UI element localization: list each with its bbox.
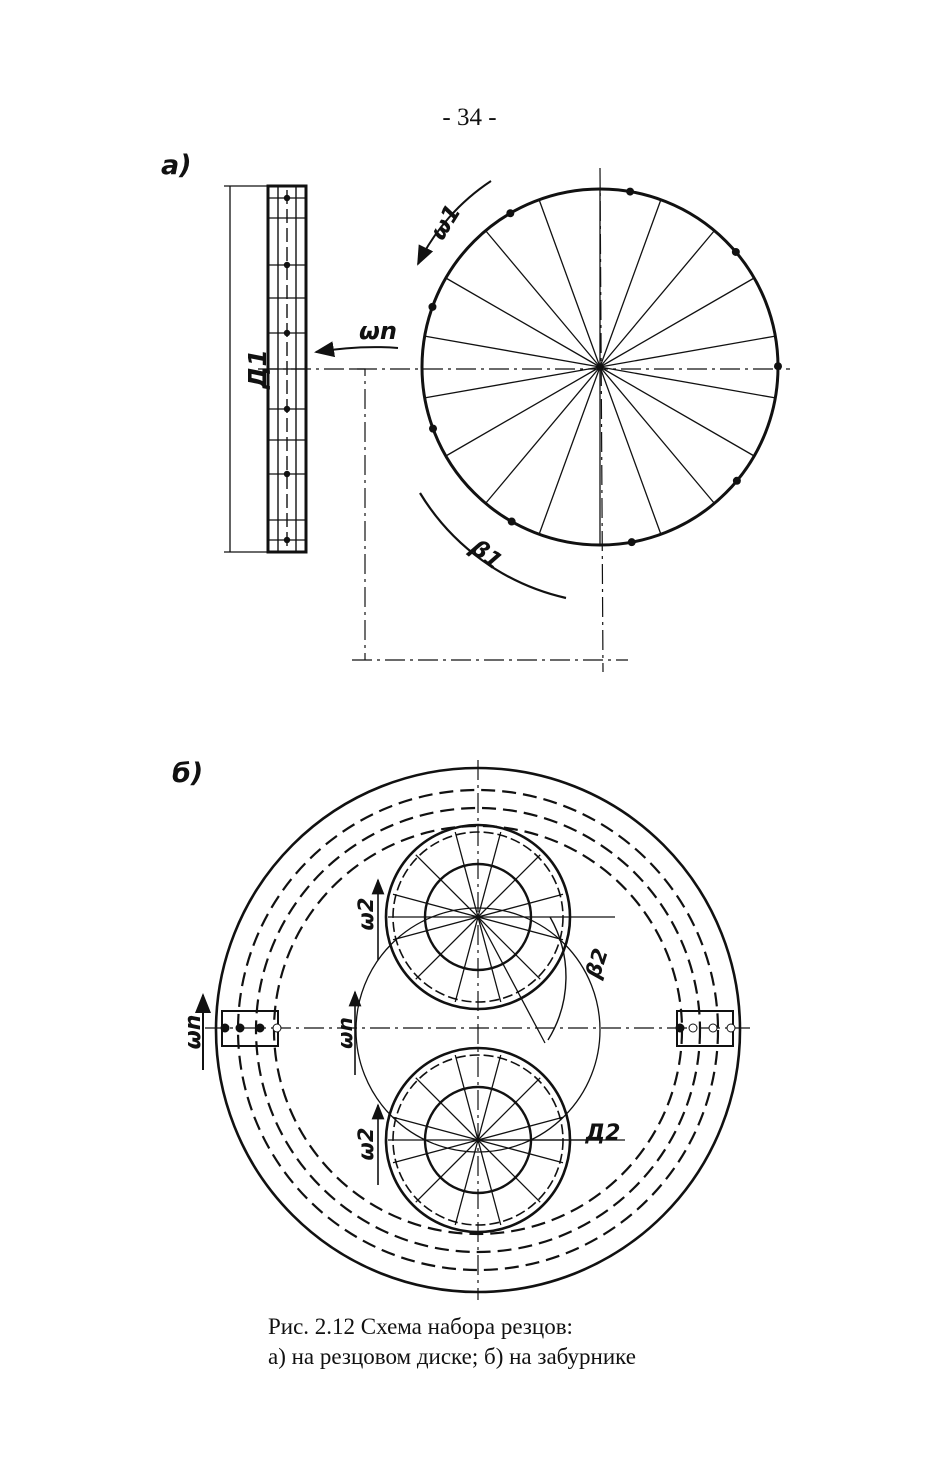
label-d1: Д1: [243, 349, 272, 390]
label-beta2: β2: [581, 945, 613, 982]
top-cutter: [384, 823, 615, 1011]
label-omega2-bottom: ω2: [354, 1128, 378, 1161]
caption-line-2: а) на резцовом диске; б) на забурнике: [268, 1344, 636, 1369]
page-number: - 34 -: [442, 104, 497, 131]
figure-b: [195, 760, 750, 1300]
angle-arc-beta2: [547, 916, 567, 1041]
label-omega-n-a: ωn: [359, 317, 397, 345]
rotation-arrow-omega1: [417, 180, 492, 266]
label-omega1: ω1: [425, 200, 466, 244]
label-omega2-top: ω2: [354, 898, 378, 931]
disc-side-view: [266, 184, 308, 554]
figure-b-label: б): [172, 758, 204, 789]
label-omega-n-center: ωn: [333, 1017, 357, 1049]
figure-a-label: а): [161, 150, 192, 181]
label-omega-n-left: ωn: [181, 1015, 206, 1050]
caption-line-1: Рис. 2.12 Схема набора резцов:: [268, 1314, 573, 1339]
diameter-dimension-d1: [224, 185, 268, 553]
left-cutter-block: [220, 1010, 282, 1047]
angle-arc-beta1: [419, 492, 567, 600]
right-cutter-block: [675, 1010, 736, 1047]
figure-caption: Рис. 2.12 Схема набора резцов: а) на рез…: [268, 1312, 636, 1372]
label-d2: Д2: [585, 1121, 621, 1146]
figure-a: [224, 167, 790, 673]
label-beta1: β1: [464, 534, 506, 575]
feed-arrow-omega-n: [314, 341, 399, 358]
